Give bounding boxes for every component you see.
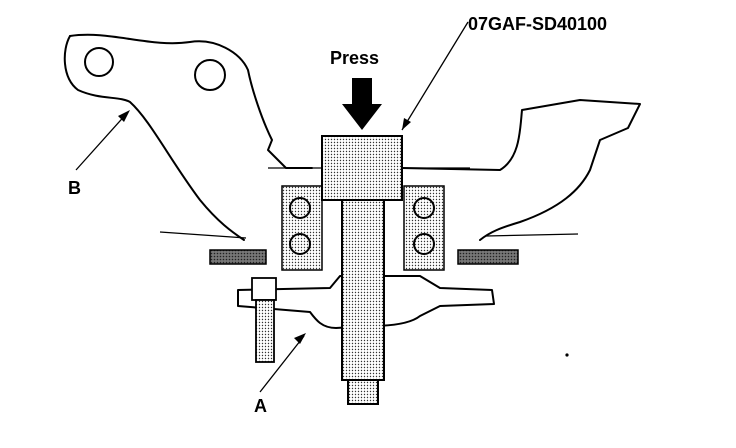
- press-label: Press: [330, 48, 379, 68]
- leader-A: [259, 335, 305, 393]
- left-shield: [209, 249, 267, 265]
- callout-B: B: [68, 178, 81, 198]
- tool-leader: [401, 21, 469, 131]
- wheel-stud: [251, 277, 277, 363]
- tool-part-number: 07GAF-SD40100: [468, 14, 607, 34]
- press-arrow-icon: [342, 78, 382, 130]
- right-shield: [457, 249, 519, 265]
- bearing-left: [281, 185, 323, 271]
- bearing-right: [403, 185, 445, 271]
- callout-A: A: [254, 396, 267, 416]
- leader-B: [75, 111, 129, 171]
- press-tool: [321, 135, 403, 405]
